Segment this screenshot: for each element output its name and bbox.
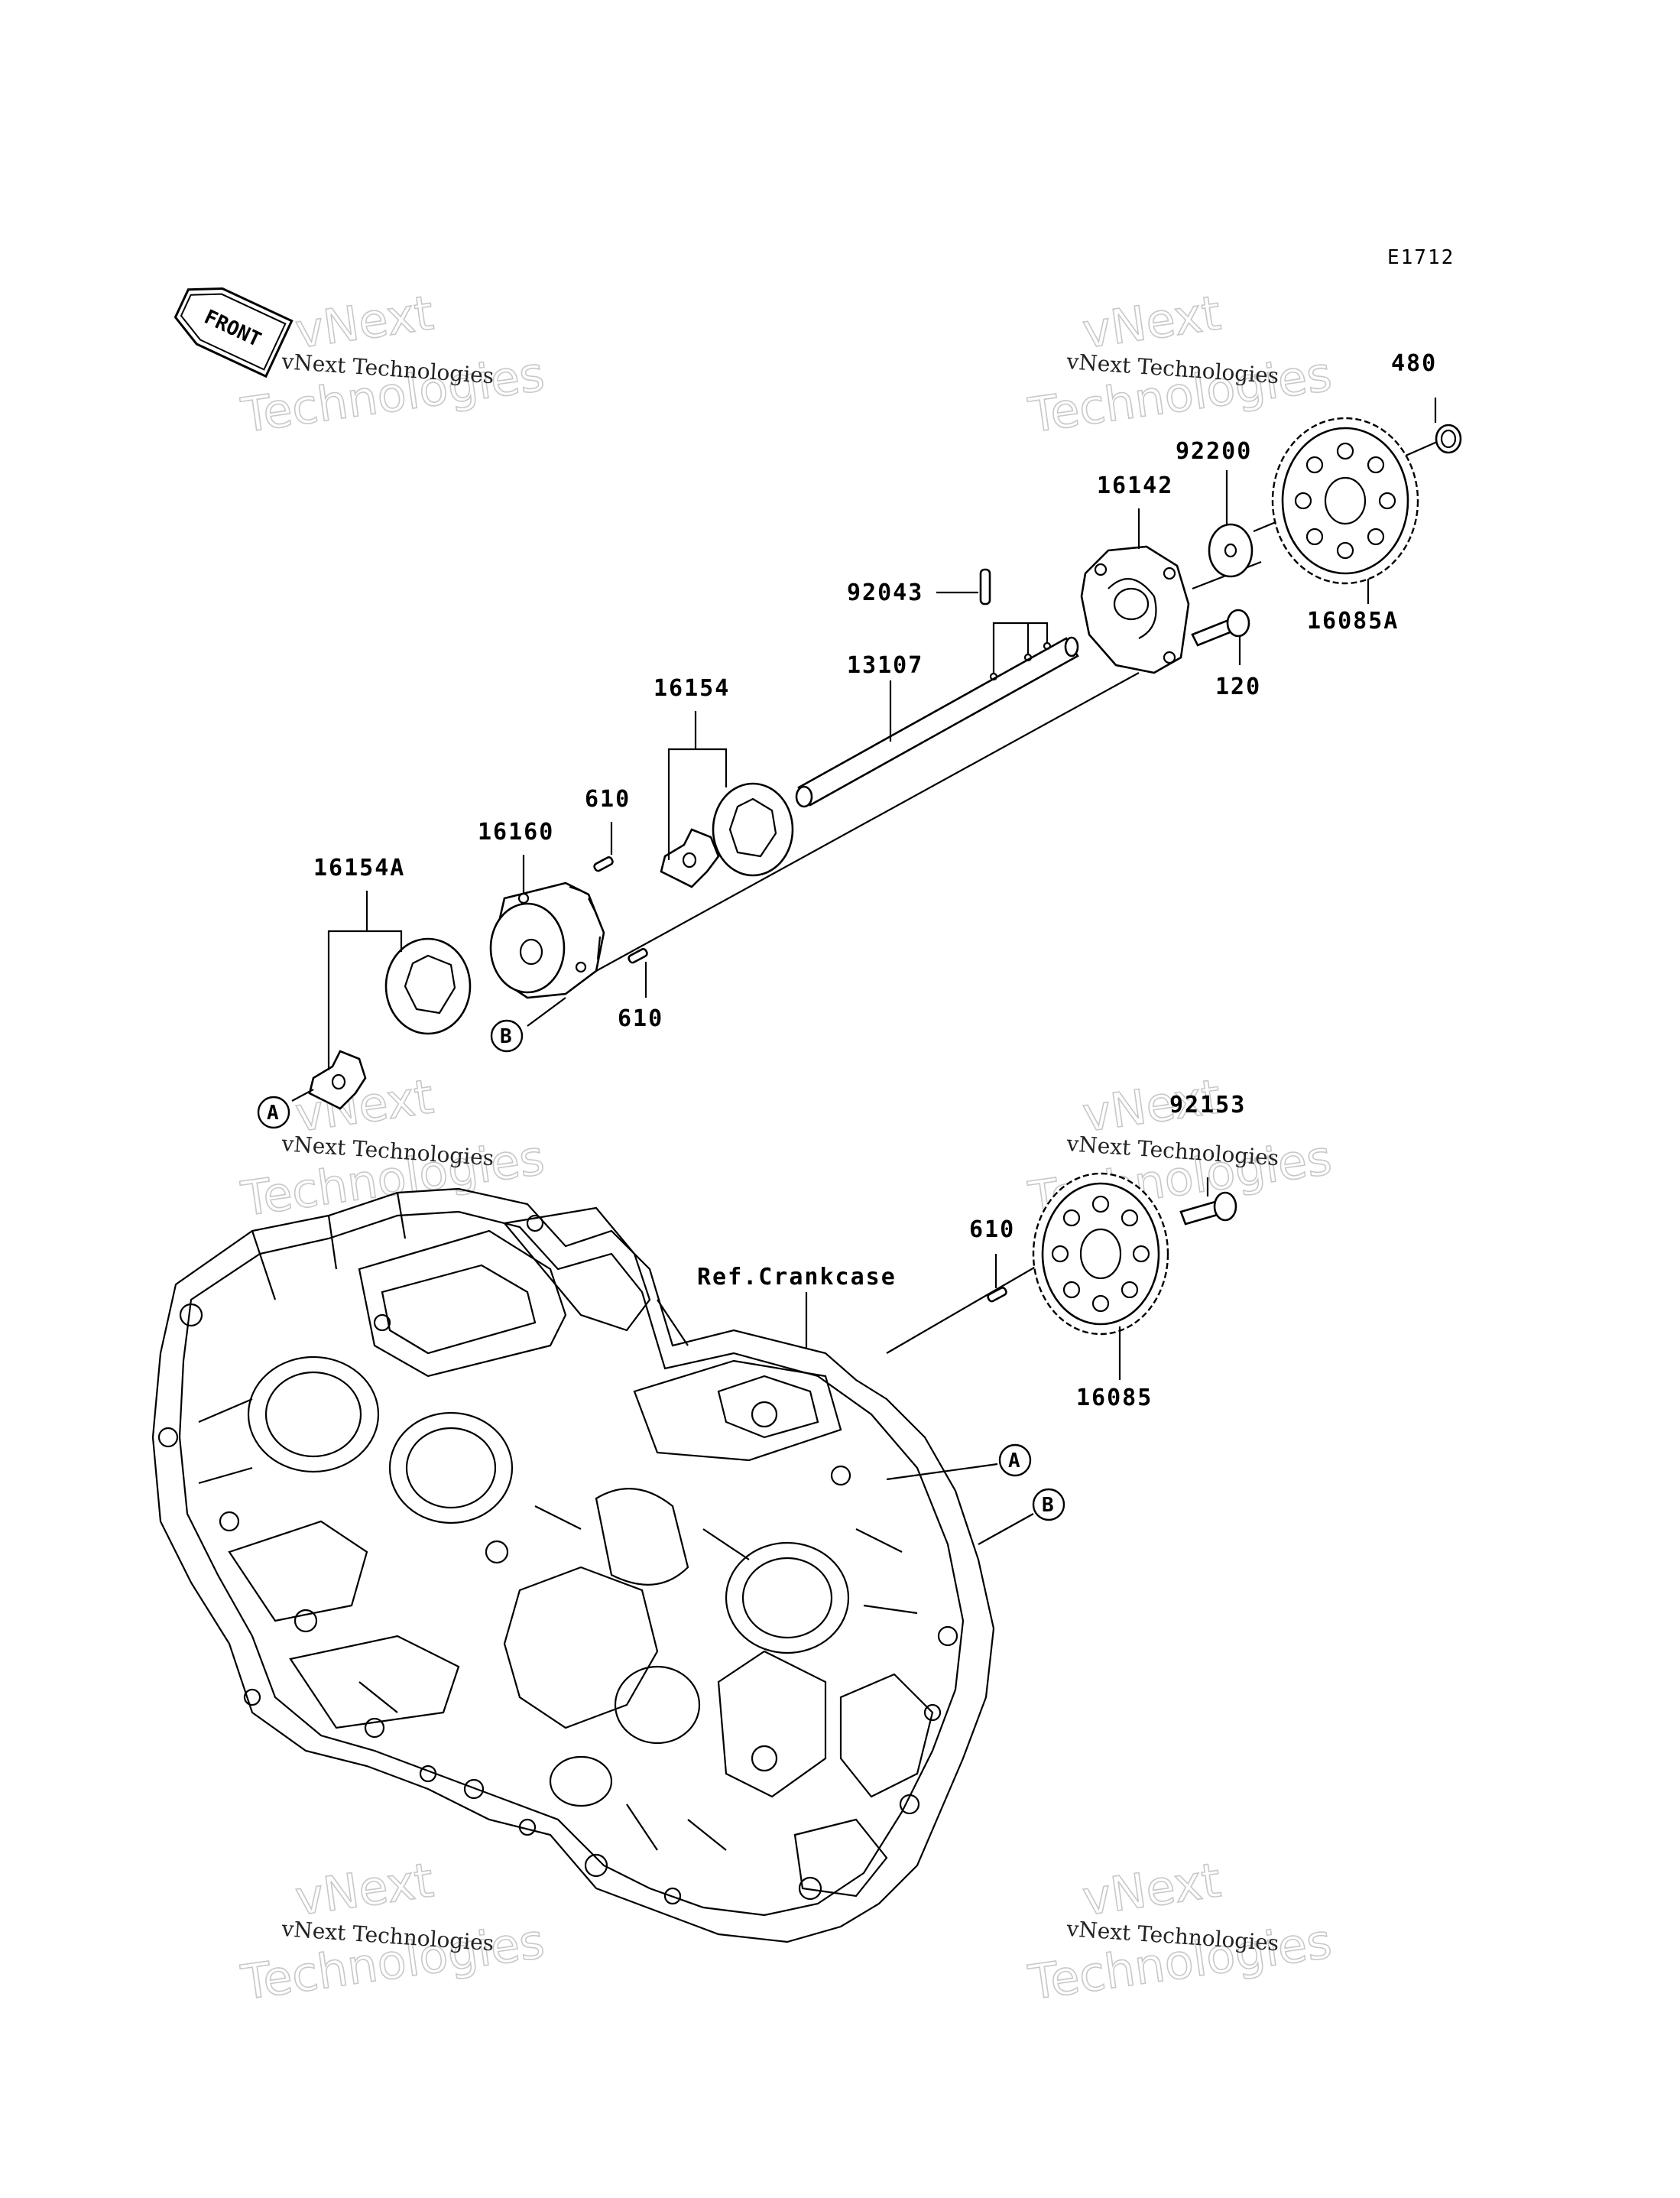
part-16154-outer-rotor[interactable] (712, 782, 794, 877)
front-arrow-icon: FRONT (174, 287, 294, 378)
label-13107: 13107 (847, 652, 923, 679)
part-16160-pump-body[interactable] (489, 881, 605, 999)
axis-main (595, 672, 1140, 972)
label-16085A: 16085A (1307, 608, 1399, 635)
leader-92043-bracket (992, 622, 1049, 673)
watermark-line1: vNext (1079, 284, 1224, 359)
label-ref-crankcase: Ref.Crankcase (697, 1264, 897, 1291)
watermark-top-right: vNext Technologies vNext Technologies (1024, 284, 1335, 444)
watermark-top-left: vNext Technologies vNext Technologies (237, 284, 548, 444)
part-610-pin-upper[interactable] (593, 856, 614, 872)
label-16154A: 16154A (313, 855, 405, 881)
label-610-lower: 610 (618, 1005, 663, 1032)
part-480-circlip[interactable] (1435, 424, 1462, 454)
part-610-pin-lower[interactable] (628, 948, 648, 964)
leader-marker-a-upper (291, 1089, 314, 1102)
marker-b-upper-text: B (500, 1025, 512, 1048)
part-16154A-inner-rotor[interactable] (308, 1050, 367, 1110)
marker-b-upper: B (490, 1019, 524, 1053)
part-16085-gear[interactable] (1032, 1172, 1169, 1336)
leader-16154-bracket (667, 748, 728, 860)
part-120-bolt[interactable] (1191, 609, 1250, 647)
label-610-gear: 610 (969, 1216, 1015, 1243)
marker-a-lower-text: A (1008, 1450, 1020, 1472)
marker-a-upper: A (257, 1096, 290, 1129)
label-16154: 16154 (654, 675, 730, 702)
part-92043-pin[interactable] (979, 568, 991, 606)
label-92043: 92043 (847, 580, 923, 606)
part-92200-washer[interactable] (1208, 523, 1254, 578)
leader-marker-b-upper (527, 997, 566, 1027)
leader-marker-b-lower (978, 1513, 1034, 1545)
part-16085A-gear[interactable] (1271, 417, 1419, 585)
part-16154A-outer-rotor[interactable] (384, 937, 472, 1035)
label-16085: 16085 (1076, 1385, 1153, 1411)
label-92153: 92153 (1169, 1092, 1246, 1118)
part-16154-inner-rotor[interactable] (660, 828, 720, 888)
part-610-pin-gear[interactable] (987, 1287, 1007, 1303)
watermark-mid-left: vNext Technologies vNext Technologies (237, 1068, 548, 1228)
marker-a-upper-text: A (267, 1102, 279, 1125)
label-16160: 16160 (478, 819, 554, 846)
part-13107-shaft[interactable] (795, 636, 1079, 808)
watermark-line1: vNext (1079, 1852, 1224, 1926)
watermark-line1: vNext (292, 1852, 437, 1926)
watermark-bottom-right: vNext Technologies vNext Technologies (1024, 1852, 1335, 2011)
watermark-bottom-left: vNext Technologies vNext Technologies (237, 1852, 548, 2011)
marker-a-lower: A (998, 1443, 1032, 1477)
watermark-line1: vNext (292, 284, 437, 359)
leader-marker-a-lower (886, 1463, 998, 1481)
label-92200: 92200 (1176, 438, 1252, 465)
marker-b-lower: B (1032, 1488, 1065, 1521)
crankcase-illustration (151, 1187, 995, 1943)
leader-16154A-bracket (327, 930, 403, 1070)
diagram-code: E1712 (1387, 246, 1455, 269)
part-16142-pump-cover[interactable] (1080, 545, 1190, 674)
label-480: 480 (1391, 350, 1437, 377)
label-120: 120 (1215, 674, 1261, 700)
part-92153-bolt[interactable] (1179, 1191, 1237, 1226)
label-16142: 16142 (1097, 472, 1173, 499)
label-610-upper: 610 (585, 786, 631, 813)
marker-b-lower-text: B (1042, 1494, 1054, 1517)
